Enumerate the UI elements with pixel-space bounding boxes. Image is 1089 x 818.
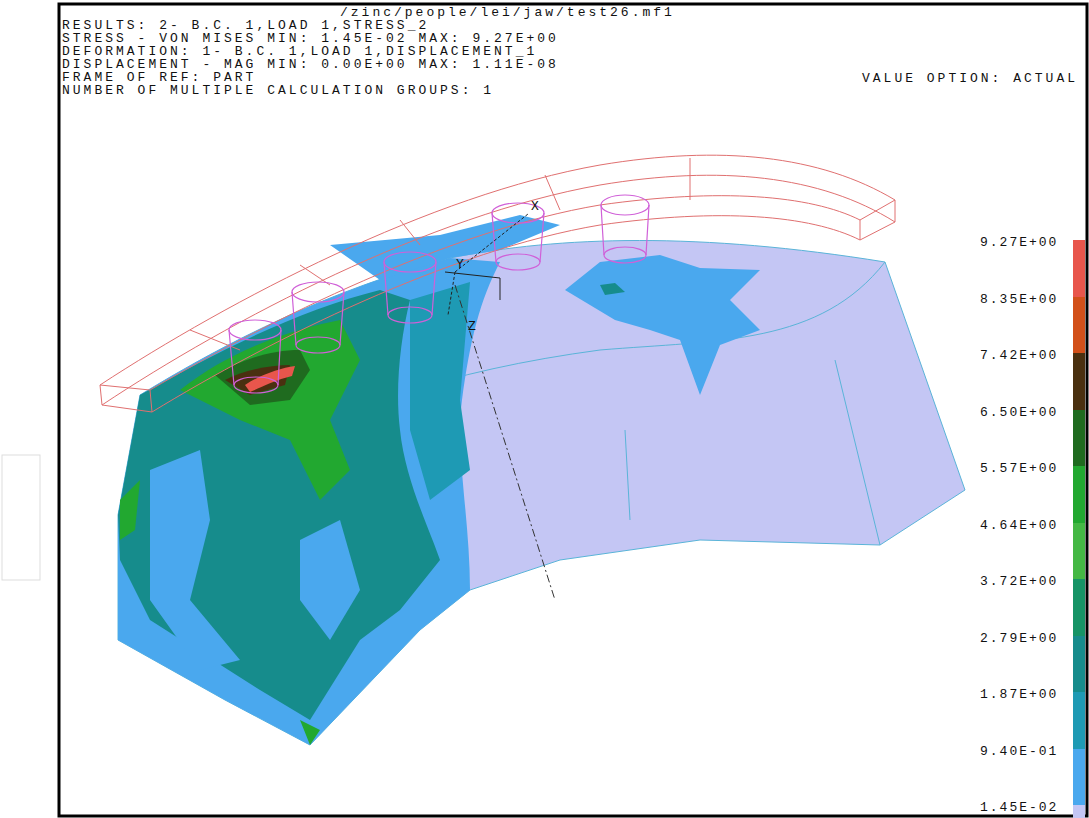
stress-region	[118, 290, 440, 720]
legend-value: 6.50E+00	[980, 406, 1058, 419]
mesh-edge	[625, 360, 880, 545]
legend-value: 3.72E+00	[980, 575, 1058, 588]
legend-value: 9.27E+00	[980, 236, 1058, 249]
legend-value: 2.79E+00	[980, 632, 1058, 645]
stress-region	[215, 350, 310, 405]
legend-value: 1.45E-02	[980, 801, 1058, 814]
stress-region	[120, 480, 320, 745]
result-header: STRESS - VON MISES MIN: 1.45E-02 MAX: 9.…	[62, 32, 559, 45]
frame	[59, 4, 1087, 816]
implant	[229, 195, 649, 393]
crown-wireframe	[100, 155, 895, 412]
legend-value: 9.40E-01	[980, 745, 1058, 758]
color-swatch	[1073, 240, 1085, 297]
legend-value: 1.87E+00	[980, 688, 1058, 701]
color-swatch	[1073, 410, 1085, 467]
stress-region	[600, 283, 625, 295]
color-swatch	[1073, 579, 1085, 636]
color-swatch	[1073, 636, 1085, 693]
axis-triad	[445, 214, 555, 600]
color-swatch	[1073, 749, 1085, 806]
color-swatch	[1073, 523, 1085, 580]
axis-label: Z	[468, 320, 476, 333]
legend-value: 4.64E+00	[980, 519, 1058, 532]
jaw-body	[118, 241, 965, 746]
color-swatch	[1073, 805, 1085, 818]
color-swatch	[1073, 297, 1085, 354]
axis-label: X	[531, 200, 539, 213]
stress-region	[410, 282, 470, 500]
axis-label: Y	[456, 258, 464, 271]
ghost-bracket	[2, 455, 40, 580]
file-title: /zinc/people/lei/jaw/test26.mf1	[340, 6, 675, 19]
stress-region	[118, 258, 500, 745]
value-option: VALUE OPTION: ACTUAL	[862, 72, 1078, 85]
result-header: DISPLACEMENT - MAG MIN: 0.00E+00 MAX: 1.…	[62, 58, 559, 71]
legend-value: 5.57E+00	[980, 462, 1058, 475]
result-header: RESULTS: 2- B.C. 1,LOAD 1,STRESS_2	[62, 19, 429, 32]
result-header: NUMBER OF MULTIPLE CALCULATION GROUPS: 1	[62, 84, 494, 97]
result-header: DEFORMATION: 1- B.C. 1,LOAD 1,DISPLACEME…	[62, 45, 537, 58]
stress-region	[300, 520, 360, 640]
stress-region	[565, 255, 760, 395]
color-swatch	[1073, 466, 1085, 523]
stress-region	[180, 320, 360, 500]
stress-region	[150, 450, 240, 670]
legend-value: 8.35E+00	[980, 293, 1058, 306]
color-swatch	[1073, 692, 1085, 749]
color-swatch	[1073, 353, 1085, 410]
result-header: FRAME OF REF: PART	[62, 71, 256, 84]
legend-value: 7.42E+00	[980, 349, 1058, 362]
